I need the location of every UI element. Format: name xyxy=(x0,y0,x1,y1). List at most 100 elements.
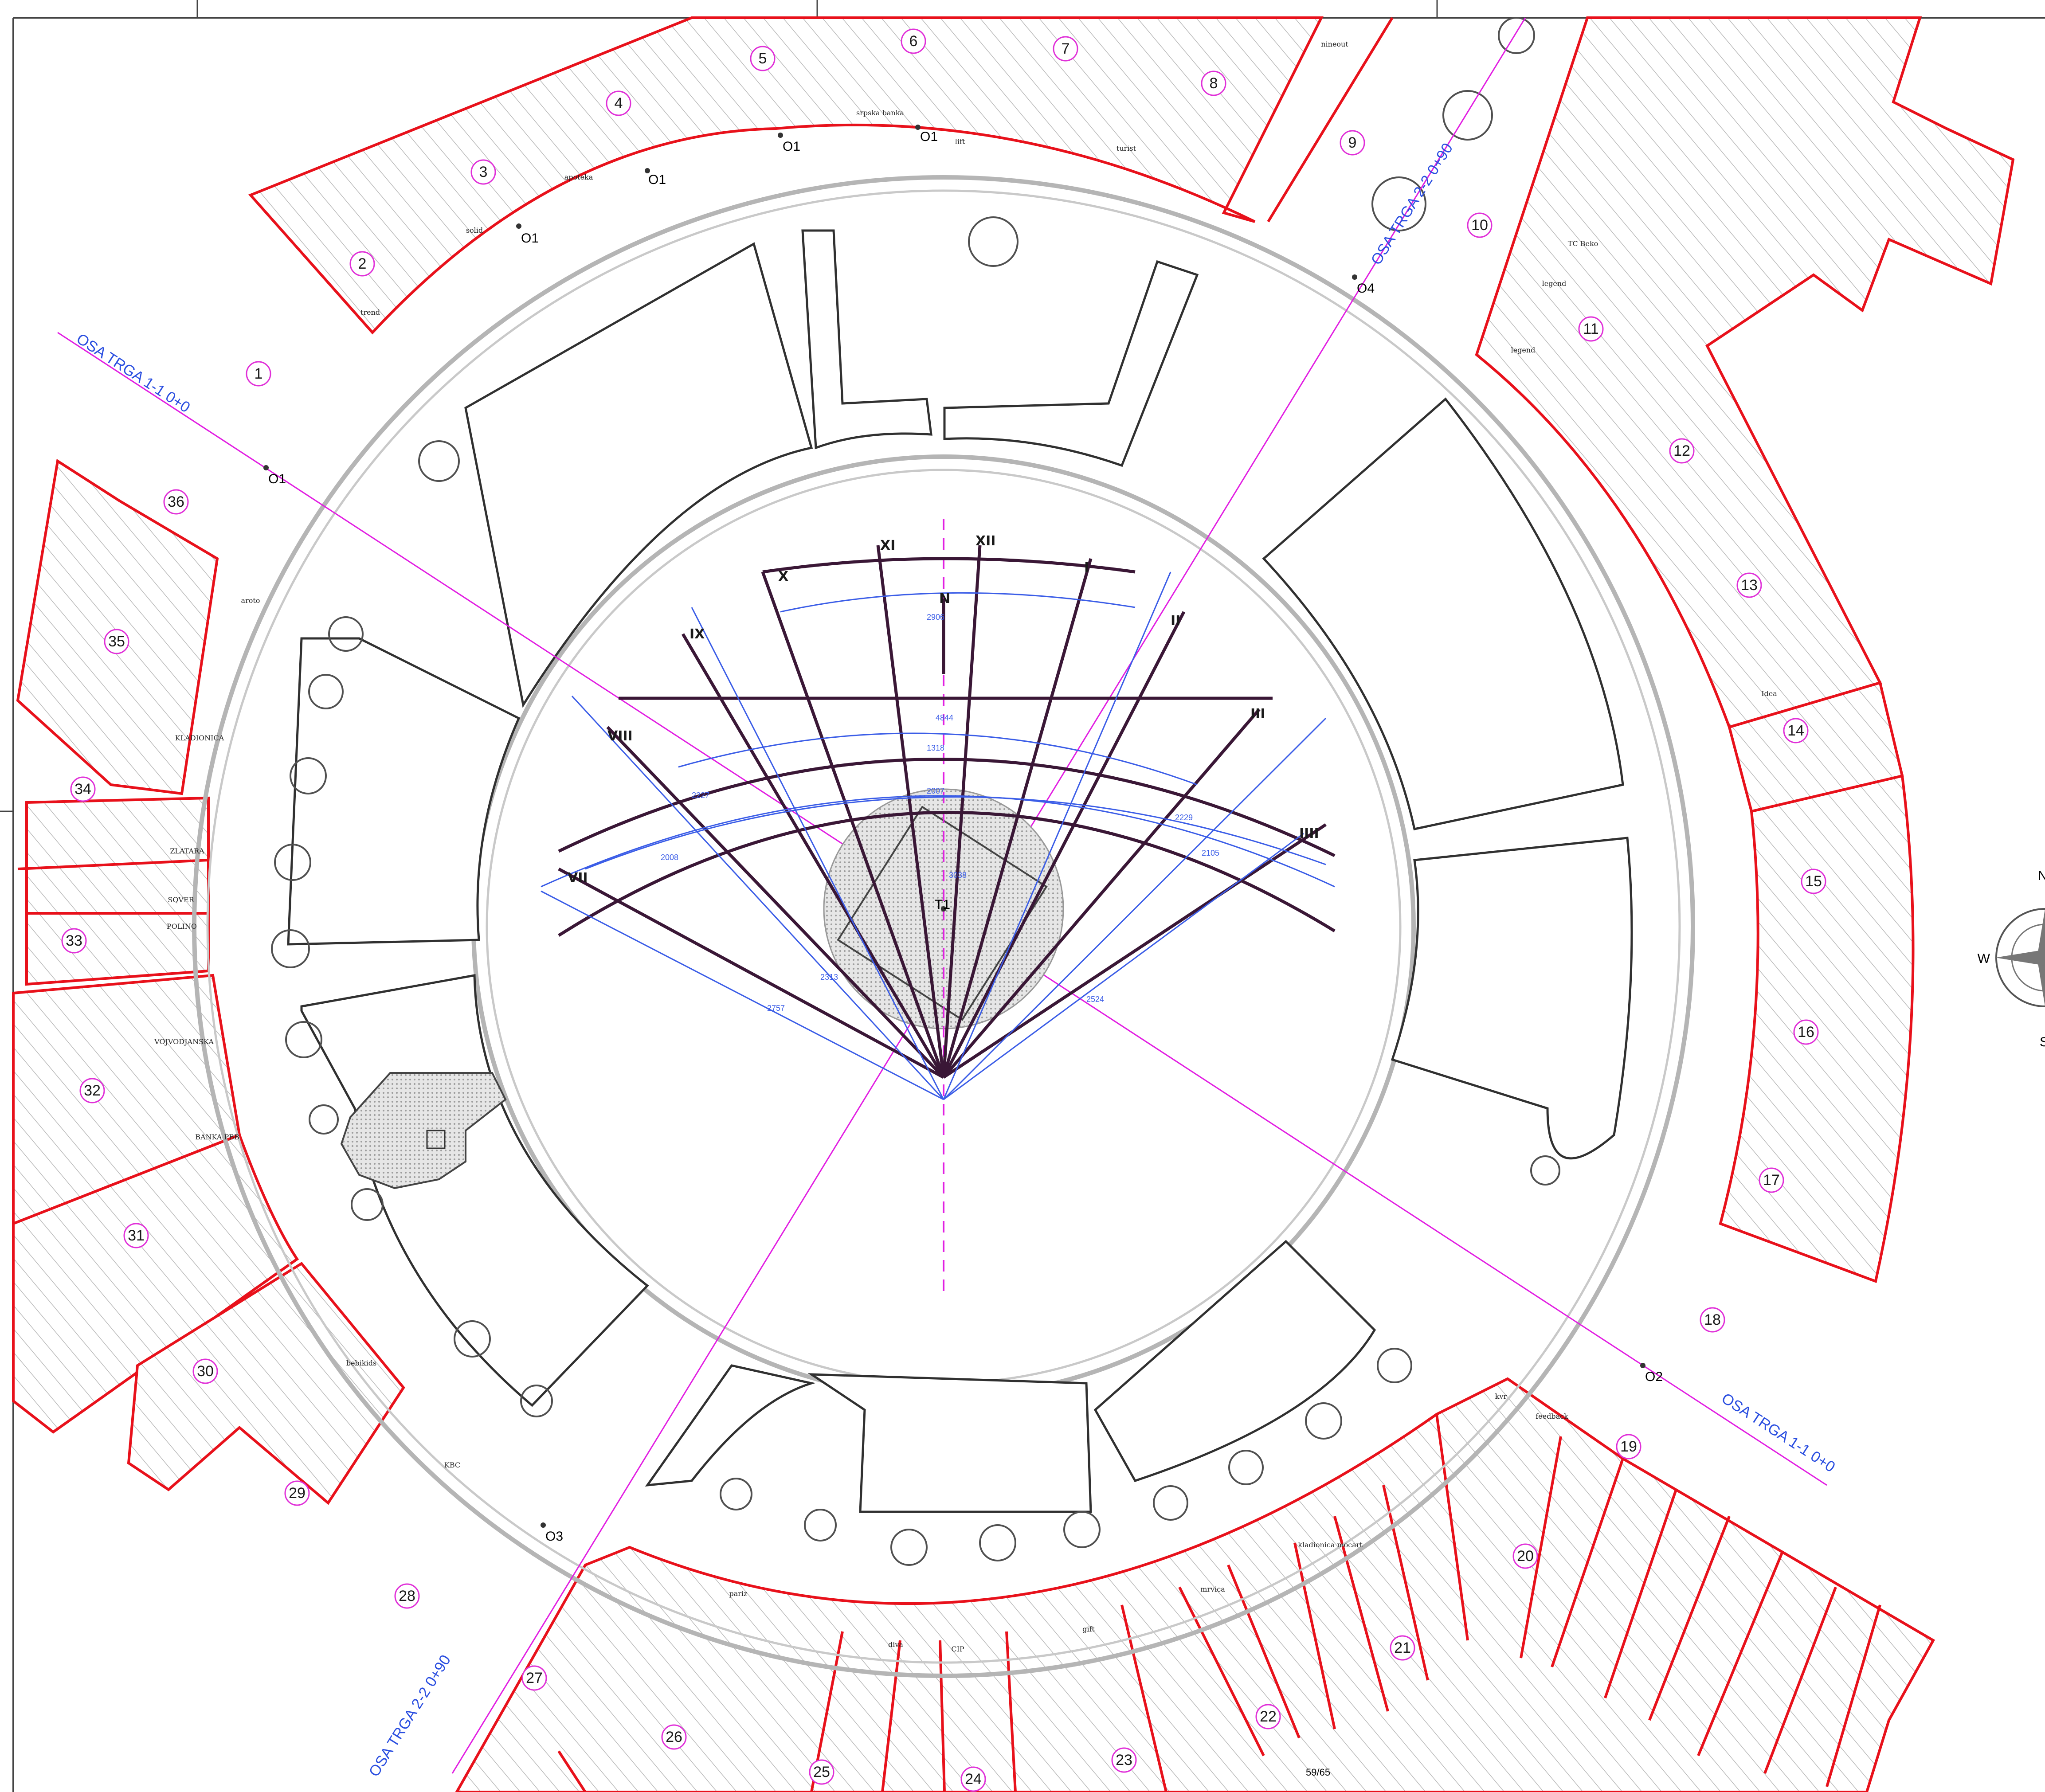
parcel-label: 5 xyxy=(750,46,776,71)
point-o1-d: O1 xyxy=(920,129,938,144)
shop-label: nineout xyxy=(1321,40,1348,48)
parcel-label: 11 xyxy=(1578,316,1604,342)
parcel-label: 16 xyxy=(1793,1019,1819,1045)
svg-text:34: 34 xyxy=(74,781,91,798)
parcel-label: 32 xyxy=(79,1078,105,1103)
parcel-label: 17 xyxy=(1759,1167,1784,1193)
hour-vii: VII xyxy=(568,870,588,886)
parcel-label: 27 xyxy=(521,1665,547,1691)
parcel-label: 29 xyxy=(284,1480,310,1506)
shop-label: kvr xyxy=(1495,1392,1507,1401)
svg-text:5: 5 xyxy=(759,50,767,67)
dim-2229: 2229 xyxy=(1175,813,1193,822)
shop-label: Idea xyxy=(1761,689,1777,698)
shop-label: diva xyxy=(888,1640,903,1649)
svg-text:28: 28 xyxy=(399,1588,415,1604)
dim-2227: 2227 xyxy=(692,791,709,800)
parcel-east-14 xyxy=(1728,681,1904,813)
parcel-label: 15 xyxy=(1801,869,1826,894)
dimension-lines xyxy=(541,571,1335,1100)
svg-text:25: 25 xyxy=(813,1764,830,1780)
dim-2008: 2008 xyxy=(661,853,678,862)
parcel-label: 30 xyxy=(192,1358,218,1384)
compass-south: S xyxy=(2040,1035,2045,1049)
shop-label: CIP xyxy=(951,1645,964,1653)
dim-2313: 2313 xyxy=(820,973,838,982)
svg-text:7: 7 xyxy=(1062,40,1070,57)
svg-text:8: 8 xyxy=(1210,75,1218,92)
svg-text:33: 33 xyxy=(66,932,82,949)
survey-points: O1 O1 O1 O1 O1 O2 O3 O4 T1 xyxy=(263,125,1663,1544)
shop-label: kladionica mocart xyxy=(1298,1541,1363,1549)
shop-label: KBC xyxy=(444,1461,460,1469)
shop-label: trend xyxy=(360,308,380,317)
dimension-values: 4844 1318 2906 2007 2227 2008 2229 2105 … xyxy=(661,613,1219,1013)
parcel-label: 18 xyxy=(1700,1307,1725,1333)
parcel-numbers: 1 2 3 4 5 6 7 8 9 10 11 12 13 14 15 16 1… xyxy=(61,28,1826,1792)
parcel-label: 1 xyxy=(246,361,271,387)
parcel-label: 33 xyxy=(61,928,87,954)
shop-label: legend xyxy=(1542,279,1567,288)
parcel-label: 26 xyxy=(661,1724,687,1750)
parcel-label: 14 xyxy=(1783,718,1809,743)
svg-text:9: 9 xyxy=(1348,134,1357,151)
shop-label: lift xyxy=(955,137,965,146)
svg-text:14: 14 xyxy=(1787,722,1804,739)
parcel-label: 24 xyxy=(960,1766,986,1792)
parcel-west-block xyxy=(25,796,210,986)
hour-iiii: IIII xyxy=(1299,826,1319,841)
parcel-label: 6 xyxy=(901,28,926,54)
axis-label-1-1-se: OSA TRGA 1-1 0+0 xyxy=(1719,1390,1838,1476)
hour-x: X xyxy=(778,569,788,584)
parcel-label: 23 xyxy=(1111,1747,1137,1773)
svg-text:29: 29 xyxy=(289,1485,306,1502)
svg-text:31: 31 xyxy=(128,1227,145,1244)
shop-label: KLADIONICA xyxy=(175,734,224,742)
parcel-label: 22 xyxy=(1255,1704,1281,1729)
parcel-label: 4 xyxy=(606,90,631,116)
svg-text:19: 19 xyxy=(1620,1438,1637,1455)
shop-label: apoteka xyxy=(564,173,593,181)
svg-text:18: 18 xyxy=(1704,1311,1721,1328)
dim-3038: 3038 xyxy=(949,871,967,880)
compass-icon: W N S xyxy=(1978,869,2045,1049)
shop-label: ZLATARA xyxy=(170,847,204,855)
svg-text:22: 22 xyxy=(1260,1708,1277,1725)
hour-labels: XI XII X I IX II VIII III VII IIII N xyxy=(568,533,1319,886)
parcel-label: 8 xyxy=(1201,70,1226,96)
parcel-label: 9 xyxy=(1340,130,1365,156)
parcel-label: 7 xyxy=(1053,36,1078,62)
parcel-label: 25 xyxy=(809,1759,834,1785)
svg-text:10: 10 xyxy=(1471,217,1488,234)
perimeter-parcels xyxy=(12,16,2015,1792)
hour-viii: VIII xyxy=(607,728,633,744)
svg-text:17: 17 xyxy=(1763,1172,1780,1189)
hour-ii: II xyxy=(1171,613,1180,629)
building-west xyxy=(287,637,521,946)
point-o1-e: O1 xyxy=(268,472,286,486)
svg-text:23: 23 xyxy=(1116,1752,1132,1769)
shop-label: solid xyxy=(466,226,483,235)
parcel-label: 21 xyxy=(1390,1635,1415,1661)
svg-text:2: 2 xyxy=(358,255,367,272)
dim-1318: 1318 xyxy=(927,743,944,752)
axis-label-1-1-nw: OSA TRGA 1-1 0+0 xyxy=(74,330,193,416)
building-se xyxy=(1093,1240,1376,1483)
parcel-label: 36 xyxy=(163,489,189,515)
parcel-label: 10 xyxy=(1467,212,1493,238)
shop-label: srpska banka xyxy=(856,109,904,117)
shop-label: pariz xyxy=(729,1589,748,1598)
hour-i: I xyxy=(1084,560,1089,575)
hour-xii: XII xyxy=(975,533,995,549)
building-south xyxy=(807,1373,1092,1513)
svg-text:6: 6 xyxy=(909,33,918,50)
svg-text:27: 27 xyxy=(526,1670,543,1686)
point-o3: O3 xyxy=(545,1529,563,1544)
building-east xyxy=(1391,837,1633,1160)
point-o1-a: O1 xyxy=(521,231,539,246)
shop-label: BANKA PBB xyxy=(195,1133,239,1141)
svg-text:1: 1 xyxy=(255,365,263,382)
dim-2757: 2757 xyxy=(767,1004,785,1013)
shop-label: legend xyxy=(1511,346,1536,354)
